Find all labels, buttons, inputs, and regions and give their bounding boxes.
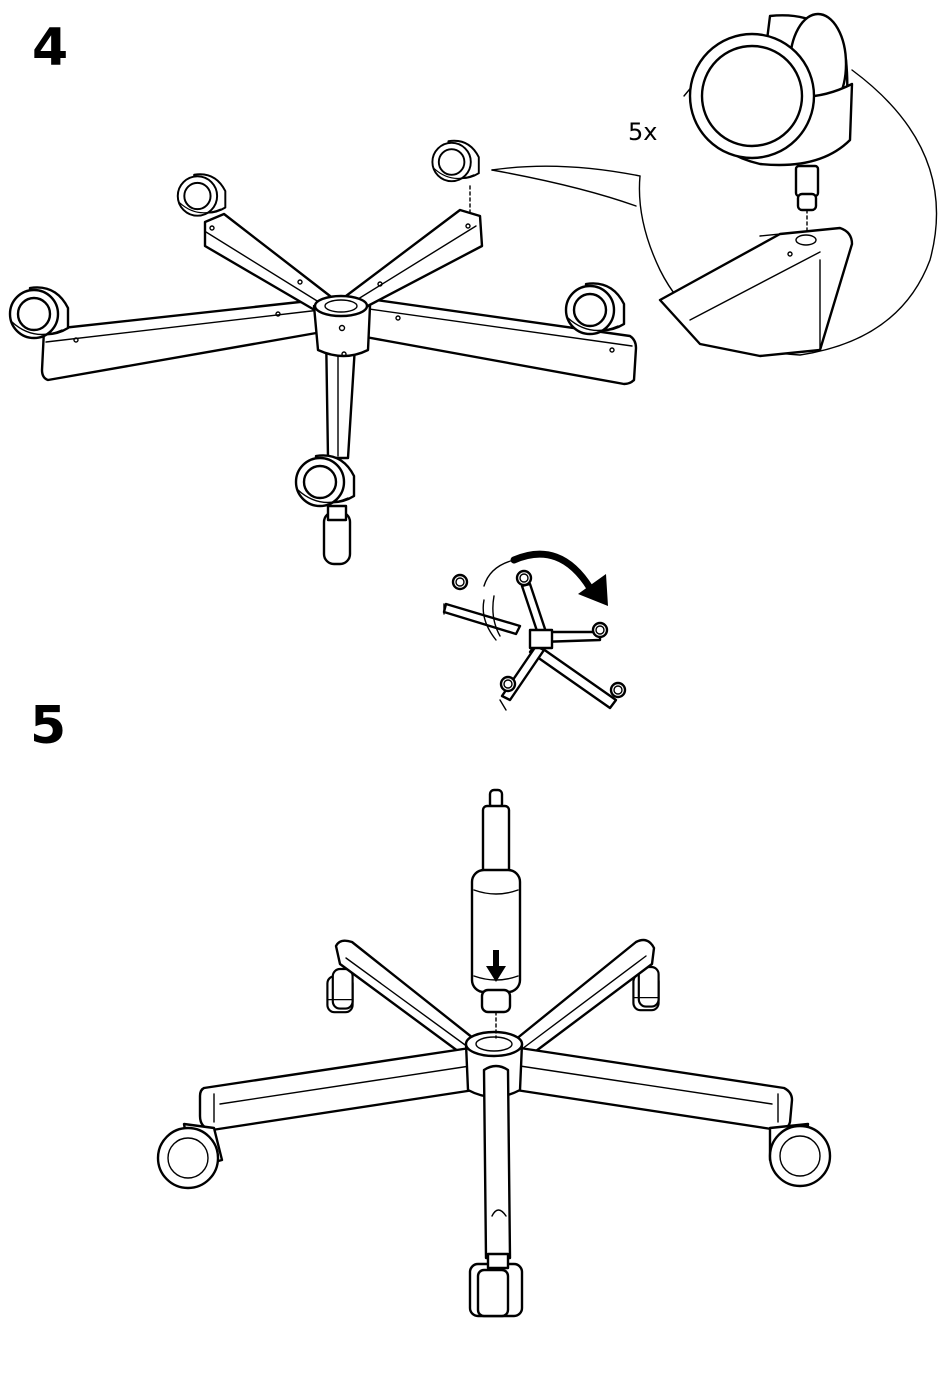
step5-caster-back-left [327, 969, 352, 1012]
gas-cylinder-icon [472, 790, 520, 1038]
step4-caster-front [296, 455, 354, 506]
zoomed-caster-icon [660, 14, 852, 356]
quantity-label: 5x [628, 118, 657, 146]
step4-caster-back-left [178, 174, 226, 215]
step4-base [42, 210, 636, 564]
step4-caster-left [10, 287, 68, 338]
step5-caster-right [770, 1124, 830, 1186]
step4-caster-right [566, 283, 624, 334]
step5-caster-left [158, 1124, 222, 1188]
step4-caster-back-right [432, 141, 478, 181]
flip-arrow-icon [484, 554, 608, 606]
step5-caster-front [470, 1254, 522, 1316]
